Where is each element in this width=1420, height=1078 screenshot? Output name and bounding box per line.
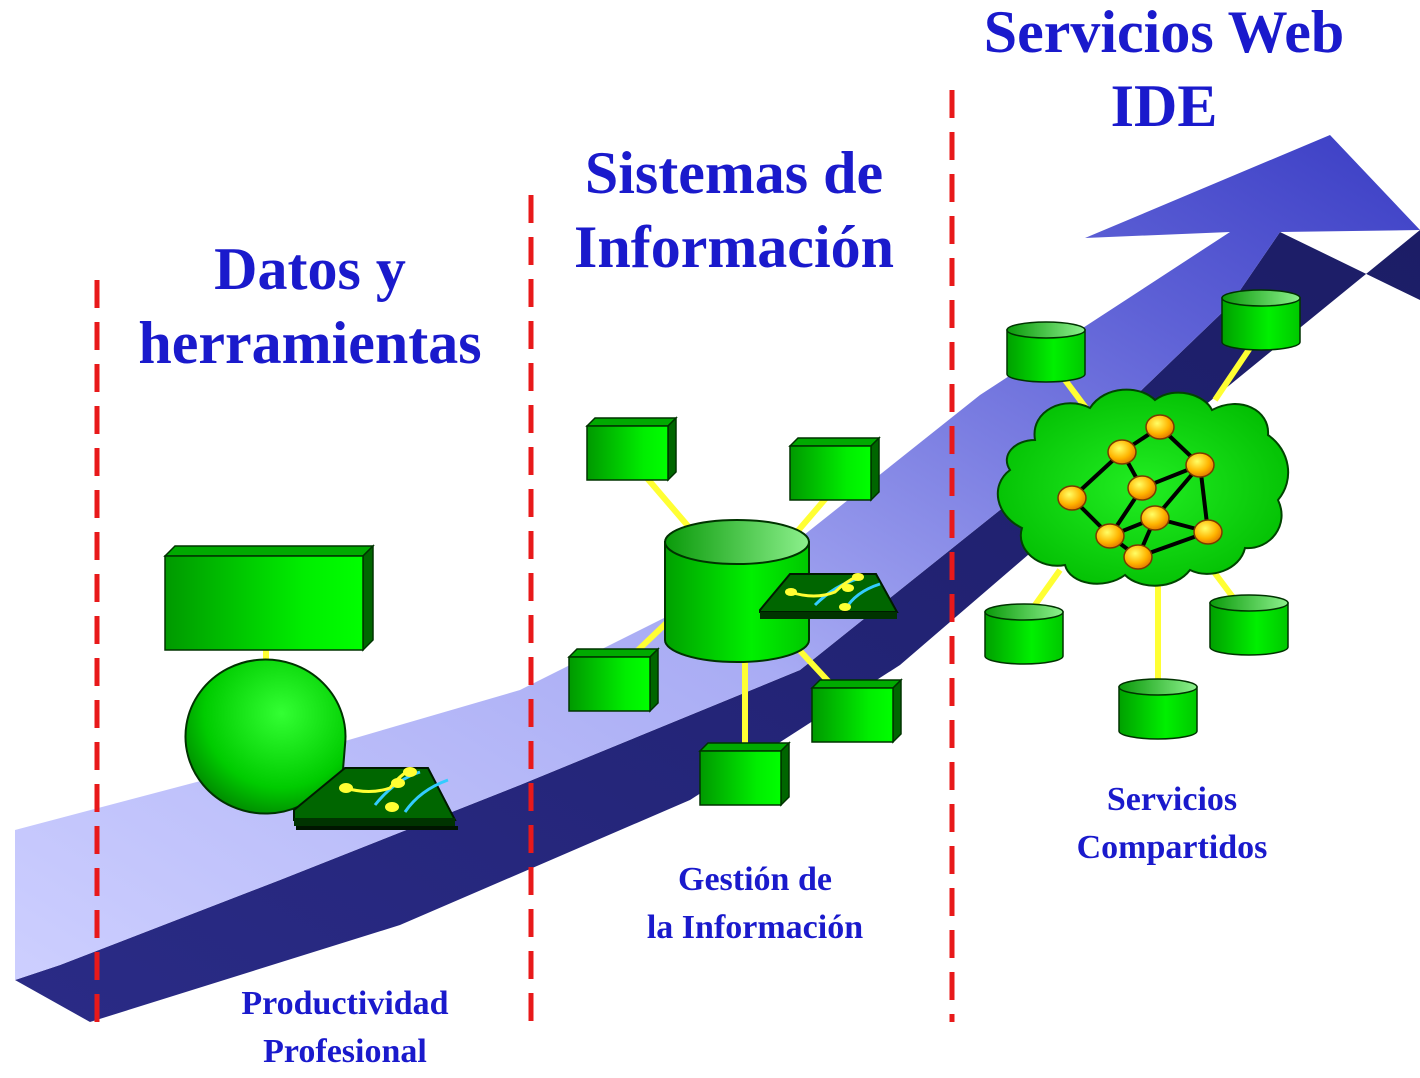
stage-heading-servicios: Servicios Web IDE [983, 0, 1345, 139]
stage-caption-gestion: Gestión de la Información [646, 861, 864, 946]
database-cylinder-icon [664, 519, 810, 663]
database-cylinder-icon [1118, 678, 1198, 740]
database-cylinder-icon [1006, 321, 1086, 383]
stage-dividers [94, 90, 955, 1022]
data-box-icon [163, 544, 375, 652]
database-cylinder-icon [984, 603, 1064, 665]
stage-caption-productividad: Productividad Profesional [241, 985, 449, 1070]
satellite-box-5 [698, 741, 791, 807]
stage-1-illustration [163, 544, 458, 830]
stage-heading-sistemas: Sistemas de Información [574, 140, 894, 280]
stage-caption-compartidos: Servicios Compartidos [1076, 781, 1268, 866]
globe-icon [184, 658, 347, 815]
stage-2-illustration [567, 416, 903, 807]
stage-3-illustration [984, 289, 1301, 740]
map-sheet-icon [293, 767, 458, 830]
map-sheet-icon [759, 573, 899, 619]
satellite-box-3 [567, 647, 660, 713]
database-cylinder-icon [1209, 594, 1289, 656]
database-cylinder-icon [1221, 289, 1301, 351]
satellite-box-1 [585, 416, 678, 482]
stage-heading-datos: Datos y herramientas [138, 236, 482, 376]
network-nodes [1057, 414, 1223, 570]
satellite-box-4 [810, 678, 903, 744]
satellite-box-2 [788, 436, 881, 502]
